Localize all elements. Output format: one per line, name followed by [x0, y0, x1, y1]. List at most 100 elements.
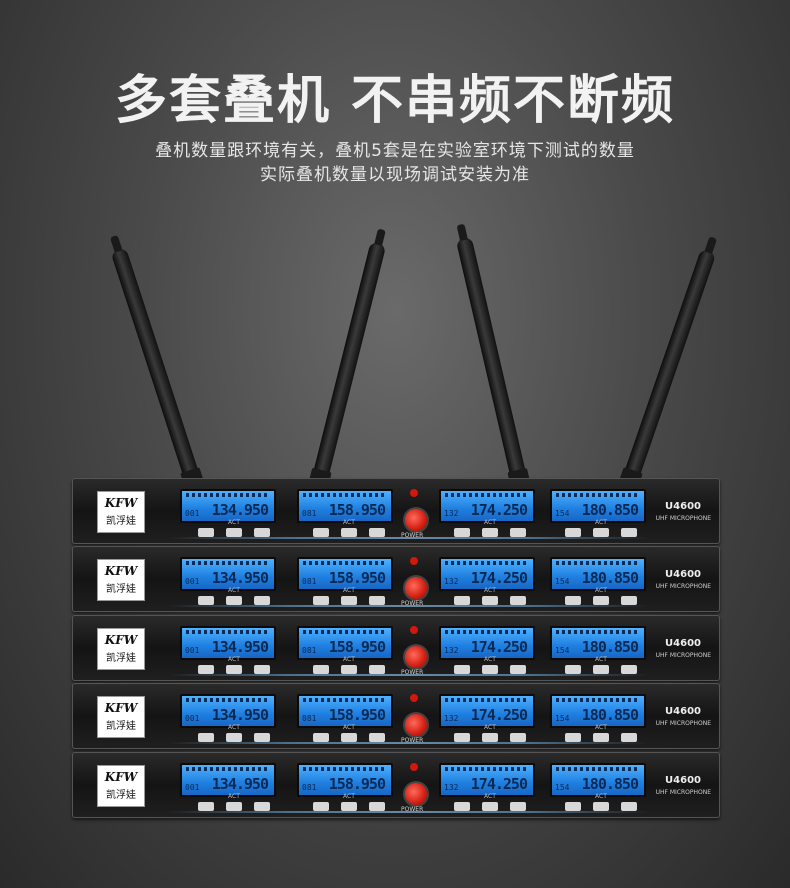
signal-bars — [186, 493, 270, 497]
up-button[interactable] — [313, 665, 329, 674]
act-label: ACT — [484, 793, 496, 800]
lcd-display: 154 180.850 — [550, 626, 646, 660]
act-button[interactable] — [341, 802, 357, 811]
power-button[interactable] — [403, 575, 429, 601]
down-button[interactable] — [369, 665, 385, 674]
up-button[interactable] — [313, 733, 329, 742]
act-button[interactable] — [226, 665, 242, 674]
up-button[interactable] — [198, 802, 214, 811]
up-button[interactable] — [198, 733, 214, 742]
up-button[interactable] — [313, 528, 329, 537]
up-button[interactable] — [198, 528, 214, 537]
act-button[interactable] — [226, 733, 242, 742]
act-button[interactable] — [593, 665, 609, 674]
down-button[interactable] — [369, 528, 385, 537]
lcd-display: 154 180.850 — [550, 763, 646, 797]
down-button[interactable] — [621, 665, 637, 674]
signal-bars — [186, 561, 270, 565]
up-button[interactable] — [454, 528, 470, 537]
up-button[interactable] — [198, 665, 214, 674]
act-button[interactable] — [482, 802, 498, 811]
up-button[interactable] — [454, 665, 470, 674]
down-button[interactable] — [621, 528, 637, 537]
act-label: ACT — [595, 656, 607, 663]
up-button[interactable] — [454, 596, 470, 605]
act-button[interactable] — [341, 733, 357, 742]
up-button[interactable] — [565, 802, 581, 811]
act-button[interactable] — [593, 596, 609, 605]
down-button[interactable] — [254, 528, 270, 537]
up-button[interactable] — [454, 802, 470, 811]
frequency-readout: 180.850 — [581, 501, 639, 519]
button-group: ACT — [198, 519, 290, 540]
channel-number: 081 — [302, 646, 317, 655]
up-button[interactable] — [198, 596, 214, 605]
act-label: ACT — [343, 793, 355, 800]
act-button[interactable] — [482, 733, 498, 742]
headline: 多套叠机 不串频不断频 — [114, 71, 676, 131]
act-label: ACT — [228, 587, 240, 594]
act-button[interactable] — [593, 528, 609, 537]
down-button[interactable] — [254, 665, 270, 674]
act-button[interactable] — [341, 665, 357, 674]
power-label: POWER — [401, 806, 424, 813]
down-button[interactable] — [510, 665, 526, 674]
act-button[interactable] — [341, 528, 357, 537]
act-label: ACT — [484, 519, 496, 526]
lcd-display: 001 134.950 — [180, 489, 276, 523]
receiver-unit: KFW 凯浮娃 001 134.950 081 158.950 132 174.… — [72, 478, 720, 544]
act-button[interactable] — [593, 802, 609, 811]
act-button[interactable] — [341, 596, 357, 605]
frequency-readout: 158.950 — [328, 638, 386, 656]
receiver-unit: KFW 凯浮娃 001 134.950 081 158.950 132 174.… — [72, 752, 720, 818]
down-button[interactable] — [369, 596, 385, 605]
act-button[interactable] — [482, 665, 498, 674]
up-button[interactable] — [565, 528, 581, 537]
up-button[interactable] — [313, 596, 329, 605]
model-number: U4600 — [665, 706, 701, 717]
signal-bars — [186, 698, 270, 702]
act-button[interactable] — [482, 528, 498, 537]
down-button[interactable] — [621, 733, 637, 742]
down-button[interactable] — [510, 802, 526, 811]
channel-number: 132 — [444, 646, 459, 655]
down-button[interactable] — [510, 733, 526, 742]
brand-logo-cn: 凯浮娃 — [106, 653, 136, 664]
act-button[interactable] — [482, 596, 498, 605]
signal-bars — [303, 698, 387, 702]
down-button[interactable] — [369, 733, 385, 742]
act-label: ACT — [228, 656, 240, 663]
receiver-unit: KFW 凯浮娃 001 134.950 081 158.950 132 174.… — [72, 683, 720, 749]
ir-sensor — [410, 489, 418, 497]
down-button[interactable] — [369, 802, 385, 811]
antenna-2 — [308, 228, 387, 487]
up-button[interactable] — [454, 733, 470, 742]
power-button[interactable] — [403, 507, 429, 533]
button-group: ACT — [565, 793, 657, 814]
power-button[interactable] — [403, 644, 429, 670]
signal-bars — [303, 767, 387, 771]
power-button[interactable] — [403, 781, 429, 807]
lcd-display: 132 174.250 — [439, 489, 535, 523]
act-button[interactable] — [226, 596, 242, 605]
frequency-readout: 158.950 — [328, 501, 386, 519]
act-button[interactable] — [593, 733, 609, 742]
act-button[interactable] — [226, 528, 242, 537]
up-button[interactable] — [565, 596, 581, 605]
down-button[interactable] — [510, 528, 526, 537]
down-button[interactable] — [254, 733, 270, 742]
act-button[interactable] — [226, 802, 242, 811]
frequency-readout: 134.950 — [211, 501, 269, 519]
down-button[interactable] — [510, 596, 526, 605]
down-button[interactable] — [254, 596, 270, 605]
up-button[interactable] — [313, 802, 329, 811]
down-button[interactable] — [621, 802, 637, 811]
up-button[interactable] — [565, 665, 581, 674]
brand-logo-cn: 凯浮娃 — [106, 721, 136, 732]
down-button[interactable] — [621, 596, 637, 605]
power-button[interactable] — [403, 712, 429, 738]
channel-number: 081 — [302, 577, 317, 586]
down-button[interactable] — [254, 802, 270, 811]
up-button[interactable] — [565, 733, 581, 742]
receiver-unit: KFW 凯浮娃 001 134.950 081 158.950 132 174.… — [72, 615, 720, 681]
